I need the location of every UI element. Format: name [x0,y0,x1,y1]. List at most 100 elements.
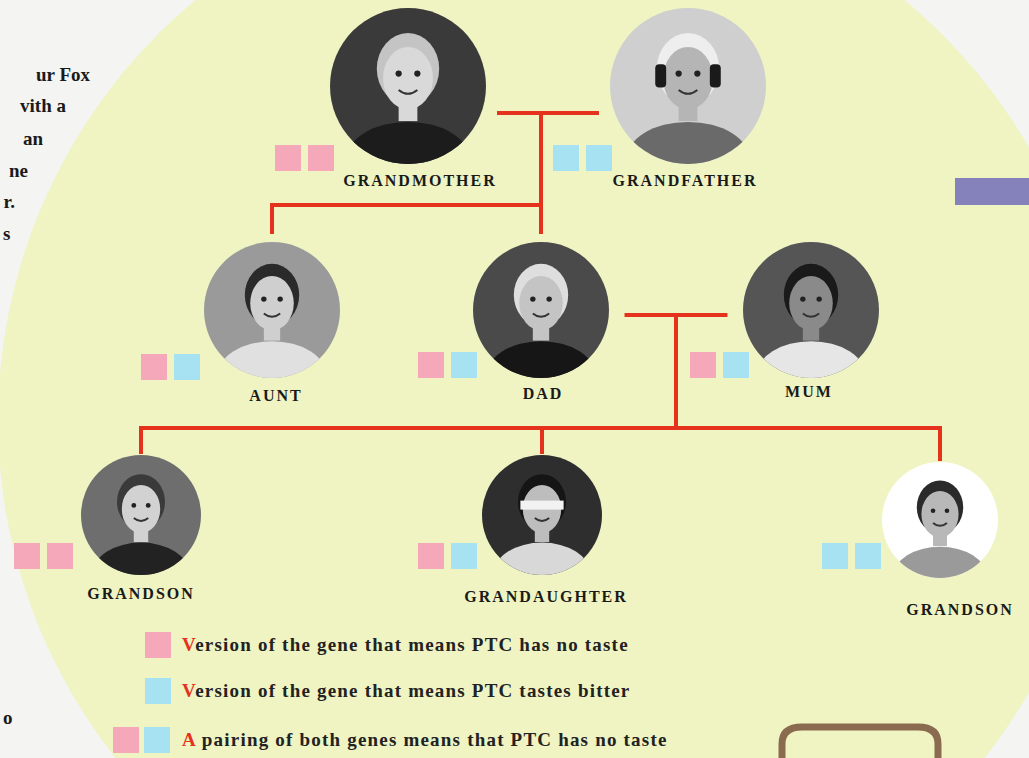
cut-text: ne [9,160,28,182]
family-line [541,113,597,232]
photo-mouth [134,518,148,521]
photo-group [330,8,486,164]
photo-head [789,276,833,330]
photo-body [218,341,327,378]
photo-headphone [655,64,666,87]
family-line [272,113,597,232]
gene-square [822,543,848,569]
photo-body [626,122,751,164]
photo-group [204,242,340,378]
photo-eye [546,296,551,301]
photo-group [743,242,879,378]
family-line [499,113,541,232]
photo-mouth [535,518,549,521]
photo-group [610,8,766,164]
photo-mouth [264,313,280,316]
photo-head [250,276,294,330]
gene-square [451,352,477,378]
purple-band [955,178,1029,205]
legend-text: A pairing of both genes means that PTC h… [182,729,668,751]
person-label: GRANDSON [906,601,1014,619]
photo-group [882,462,998,578]
person-label: GRANDAUGHTER [464,588,628,606]
photo-eye [694,70,700,76]
photo-body [487,341,596,378]
photo-hair [518,474,566,529]
gene-square [586,145,612,171]
person-label: DAD [523,385,564,403]
person-photo [473,242,609,378]
gene-square [553,145,579,171]
photo-eye [131,503,136,508]
gene-square [174,354,200,380]
photo-mouth [533,313,549,316]
photo-head [663,47,713,109]
legend-text: Version of the gene that means PTC has n… [182,634,629,656]
person-node: AUNT [202,242,342,407]
gene-square [723,352,749,378]
photo-body [894,547,987,578]
person-node: MUM [741,242,881,403]
person-photo [81,455,201,575]
person-label: MUM [785,383,833,401]
person-label: GRANDMOTHER [343,172,497,190]
photo-body [346,122,471,164]
family-line [676,315,940,459]
person-label: GRANDFATHER [613,172,758,190]
photo-eye [146,503,151,508]
photo-mouth [933,523,947,526]
cut-text: vith a [20,95,66,117]
photo-head [122,485,160,533]
gene-square [855,543,881,569]
person-node: GRANDAUGHTER [462,455,630,608]
person-photo [610,8,766,164]
photo-body [757,341,866,378]
photo-mouth [679,90,698,94]
photo-group [473,242,609,378]
cut-text: o [3,707,13,729]
photo-mouth [803,313,819,316]
cut-text: an [23,128,43,150]
person-photo [743,242,879,378]
photo-eye [396,70,402,76]
gene-square [14,543,40,569]
cut-text: r. [4,191,15,213]
person-photo [204,242,340,378]
gene-square [451,543,477,569]
gene-square [418,543,444,569]
photo-eye [261,296,266,301]
photo-head [383,47,433,109]
photo-eye [945,508,950,513]
photo-eye [816,296,821,301]
person-node: GRANDMOTHER [328,8,499,192]
legend-swatch-pair [113,727,170,753]
photo-eye [800,296,805,301]
cut-text: ur Fox [36,64,90,86]
gene-square [141,354,167,380]
legend-swatch [145,632,171,658]
photo-eye [277,296,282,301]
person-node: GRANDSON [79,455,203,605]
cut-text: s [3,223,10,245]
photo-head [921,491,958,537]
person-label: GRANDSON [87,585,195,603]
person-photo [482,455,602,575]
gene-square [113,727,139,753]
photo-blindfold [520,501,563,510]
photo-group [482,455,602,575]
photo-eye [676,70,682,76]
photo-body [494,543,590,575]
person-photo [330,8,486,164]
brown-loop [782,727,938,758]
photo-body [93,543,189,575]
family-line [272,113,541,232]
gene-square [308,145,334,171]
photo-mouth [399,90,418,94]
gene-square [47,543,73,569]
photo-eye [530,296,535,301]
gene-square [690,352,716,378]
person-node: GRANDFATHER [608,8,768,192]
photo-headphone [710,64,721,87]
gene-square [418,352,444,378]
